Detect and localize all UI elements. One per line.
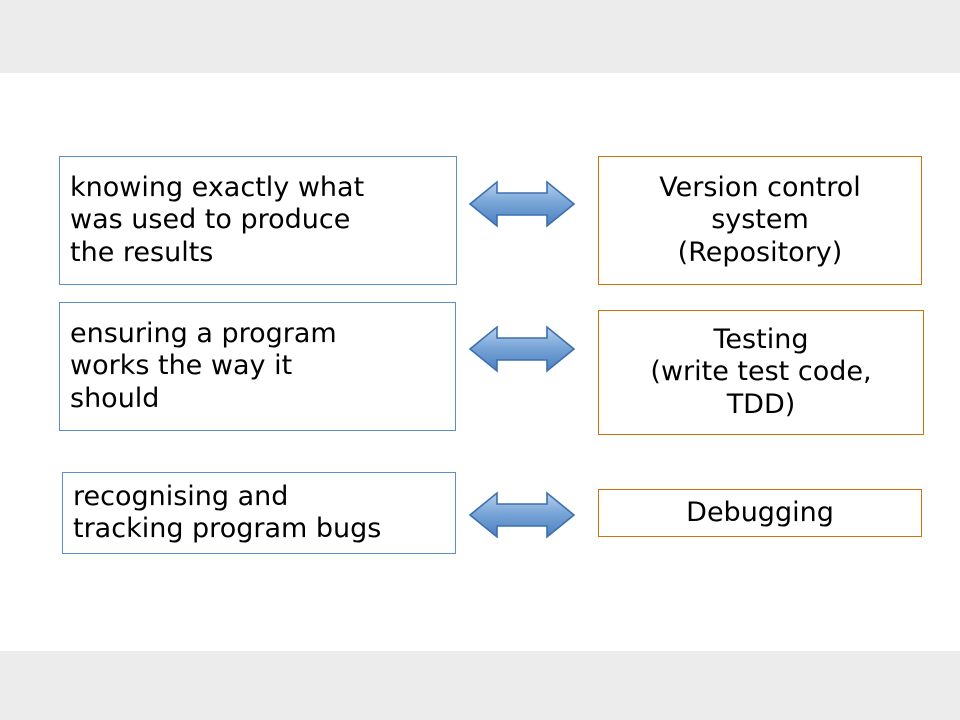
slide-canvas: knowing exactly what was used to produce… xyxy=(0,73,960,651)
concept-box-left-0[interactable]: knowing exactly what was used to produce… xyxy=(59,156,457,285)
practice-text-line: TDD) xyxy=(726,388,796,420)
concept-box-left-2[interactable]: recognising and tracking program bugs xyxy=(62,472,456,554)
practice-text-line: (Repository) xyxy=(677,236,843,268)
letterbox-band-top xyxy=(0,0,960,73)
practice-text-line: (write test code, xyxy=(650,356,872,388)
concept-text-line: ensuring a program xyxy=(70,318,337,350)
practice-box-right-1[interactable]: Testing (write test code, TDD) xyxy=(598,310,924,435)
double-headed-arrow-icon xyxy=(468,323,576,375)
practice-box-right-0[interactable]: Version control system (Repository) xyxy=(598,156,922,285)
concept-text-line: was used to produce xyxy=(70,204,351,236)
practice-text-line: Version control xyxy=(659,172,861,204)
practice-text-line: Debugging xyxy=(686,496,834,528)
concept-box-left-1[interactable]: ensuring a program works the way it shou… xyxy=(59,302,456,431)
concept-text-line: should xyxy=(70,382,160,414)
practice-box-right-2[interactable]: Debugging xyxy=(598,489,922,537)
practice-text-line: system xyxy=(711,204,809,236)
concept-text-line: knowing exactly what xyxy=(70,172,365,204)
concept-text-line: the results xyxy=(70,236,214,268)
practice-text-line: Testing xyxy=(713,324,809,356)
double-headed-arrow-icon xyxy=(468,489,576,541)
concept-text-line: tracking program bugs xyxy=(73,513,382,544)
letterbox-band-bottom xyxy=(0,651,960,720)
double-headed-arrow-icon xyxy=(468,178,576,230)
concept-text-line: recognising and xyxy=(73,480,289,512)
concept-text-line: works the way it xyxy=(70,350,293,382)
